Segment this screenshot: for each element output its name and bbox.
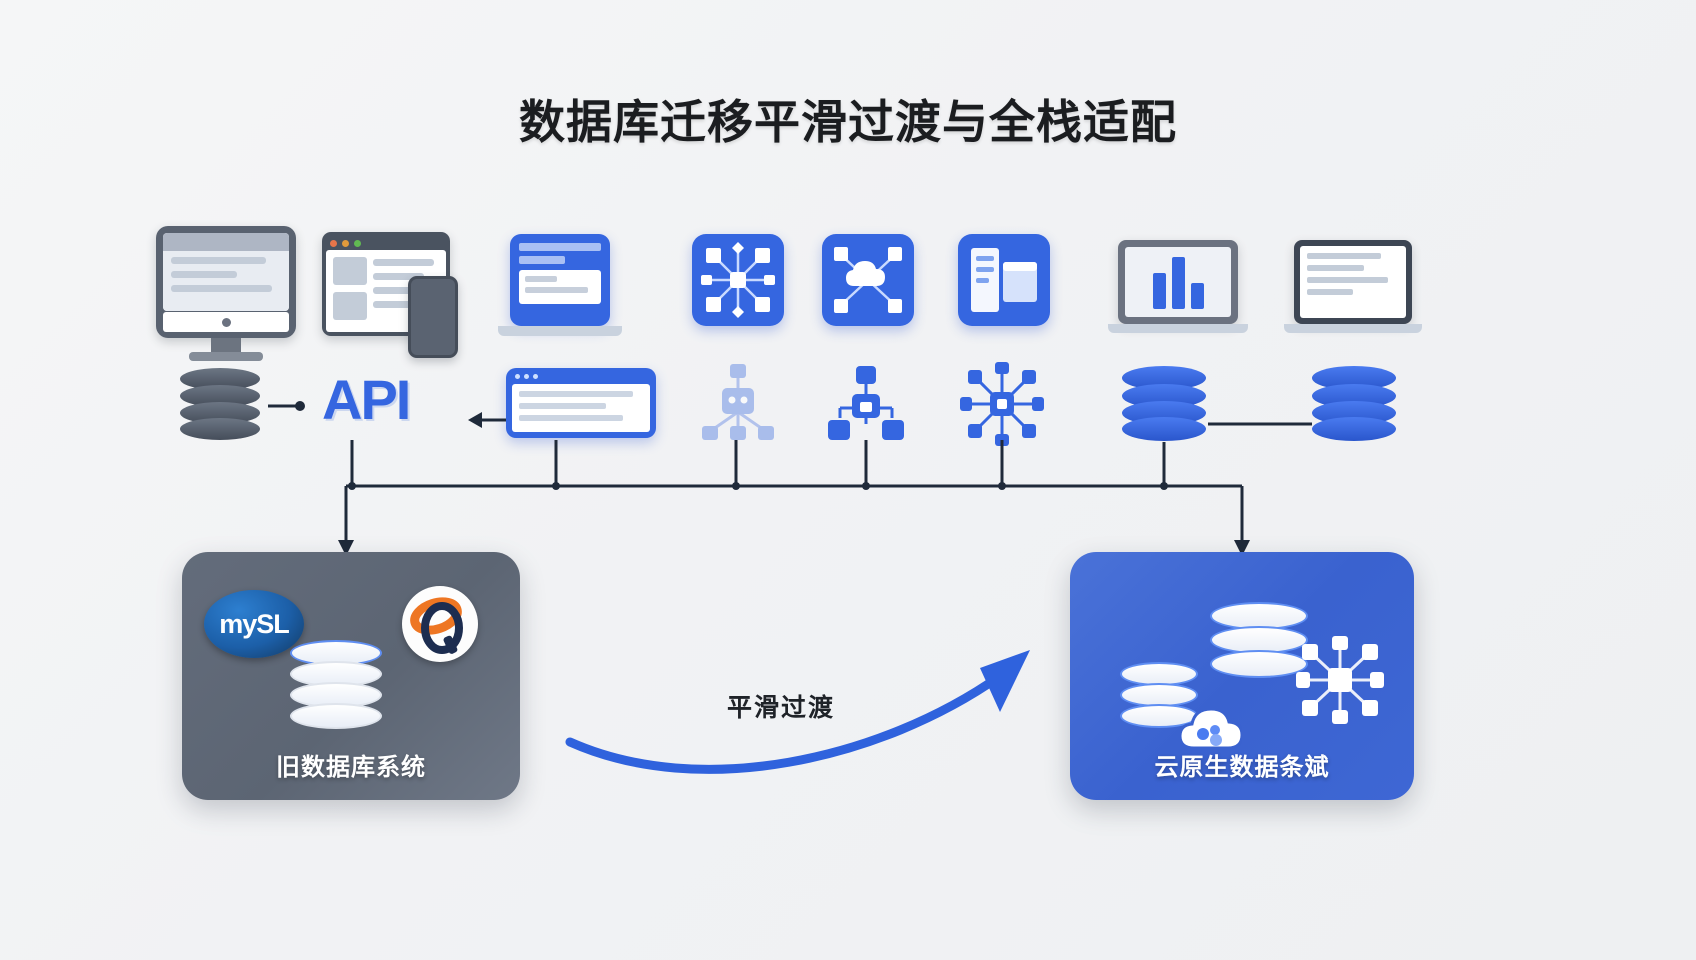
mysql-logo: mySL bbox=[204, 590, 304, 658]
api-label: API bbox=[322, 368, 411, 431]
cloud-database-icon[interactable] bbox=[1122, 366, 1206, 441]
desktop-monitor-icon[interactable] bbox=[156, 226, 296, 361]
tablet-device-icon[interactable] bbox=[408, 276, 458, 358]
transition-label: 平滑过渡 bbox=[727, 694, 836, 722]
network-topology-icon[interactable] bbox=[692, 234, 784, 326]
app-window-icon[interactable] bbox=[506, 368, 656, 438]
cloud-db-small-icon bbox=[1120, 662, 1198, 740]
dashboard-panel-icon[interactable] bbox=[958, 234, 1050, 326]
legacy-system-box[interactable]: mySL 旧数据库系统 bbox=[182, 552, 520, 800]
mysql-logo-text: mySL bbox=[219, 608, 290, 639]
cloud-upload-icon[interactable] bbox=[822, 234, 914, 326]
replica-database-icon[interactable] bbox=[1312, 366, 1396, 441]
cloud-native-box[interactable]: 云原生数据条斌 bbox=[1070, 552, 1414, 800]
cloud-db-large-icon bbox=[1210, 602, 1308, 692]
legacy-box-label: 旧数据库系统 bbox=[276, 754, 426, 781]
legacy-database-icon[interactable] bbox=[180, 368, 260, 440]
oracle-logo bbox=[402, 586, 478, 662]
api-text: API bbox=[322, 368, 411, 431]
browser-window-icon[interactable] bbox=[322, 232, 458, 358]
gray-laptop-chart-icon[interactable] bbox=[1108, 240, 1248, 333]
cloud-icon bbox=[1176, 704, 1244, 757]
service-mesh-icon[interactable] bbox=[694, 360, 782, 453]
legacy-stacked-database-icon bbox=[290, 640, 382, 732]
white-laptop-icon[interactable] bbox=[1284, 240, 1422, 333]
node-cluster-icon[interactable] bbox=[958, 360, 1046, 453]
page-title: 数据库迁移平滑过渡与全栈适配 bbox=[519, 96, 1177, 148]
node-graph-icon bbox=[1294, 634, 1386, 731]
document-laptop-icon[interactable] bbox=[498, 234, 622, 336]
cloud-native-box-label: 云原生数据条斌 bbox=[1154, 754, 1330, 781]
microservice-tree-icon[interactable] bbox=[822, 360, 910, 453]
